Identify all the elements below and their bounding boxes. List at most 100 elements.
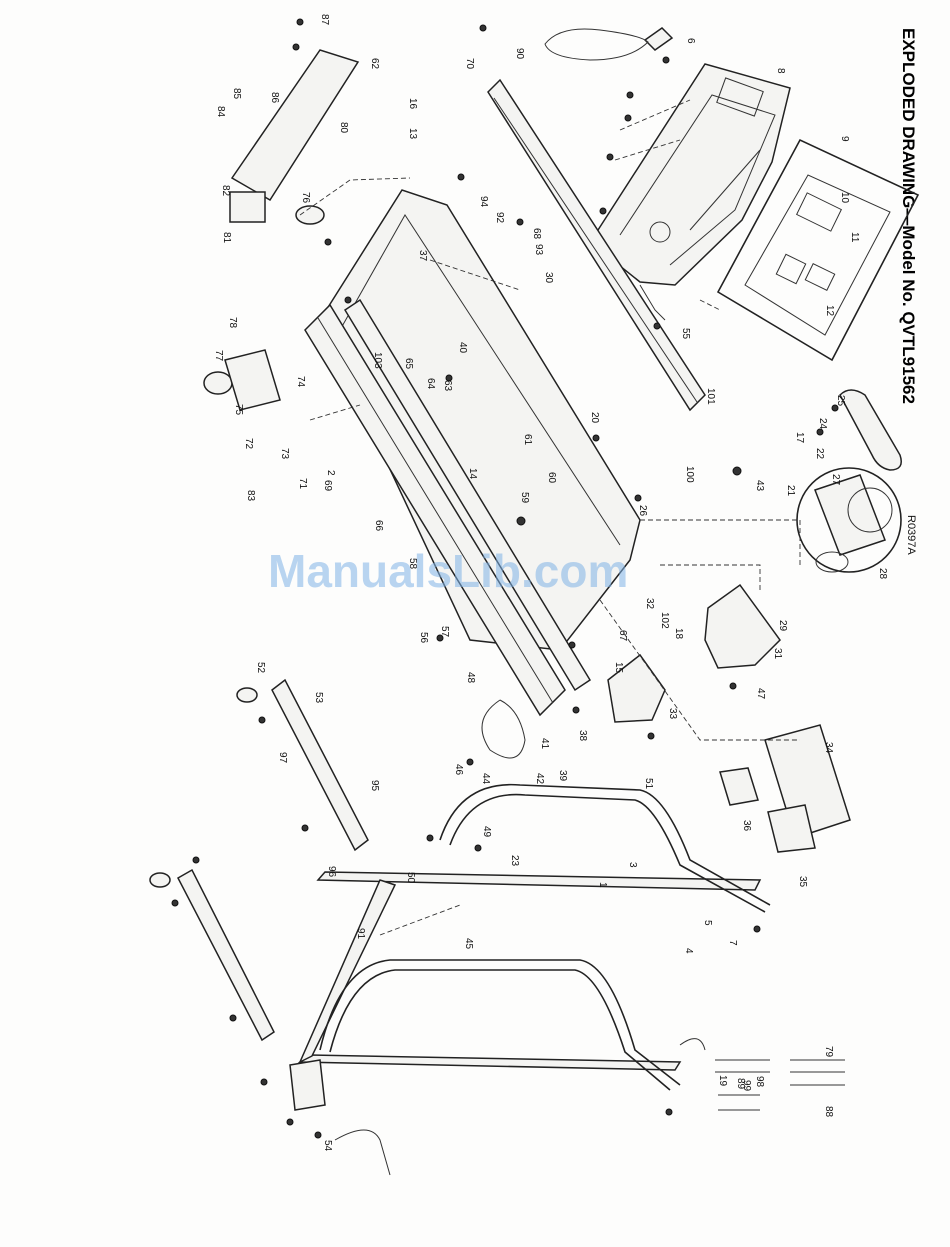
part-label-45: 45	[463, 938, 474, 950]
drive-belt	[839, 389, 902, 471]
part-label-93: 93	[533, 244, 544, 256]
part-label-59: 59	[519, 492, 530, 504]
part-label-101: 101	[705, 388, 716, 405]
part-label-33: 33	[667, 708, 678, 720]
part-label-43: 43	[754, 480, 765, 492]
part-label-34: 34	[823, 742, 834, 754]
frame-rail	[304, 298, 592, 717]
part-label-99: 99	[741, 1080, 752, 1092]
part-label-66: 66	[373, 520, 384, 532]
part-label-83: 83	[245, 490, 256, 502]
part-label-51: 51	[643, 778, 654, 790]
part-label-8: 8	[775, 68, 786, 74]
part-label-18: 18	[673, 628, 684, 640]
part-label-5: 5	[702, 920, 713, 926]
part-label-94: 94	[478, 196, 489, 208]
part-label-76: 76	[300, 192, 311, 204]
part-label-44: 44	[480, 773, 491, 785]
part-label-31: 31	[772, 648, 783, 660]
part-label-84: 84	[215, 106, 226, 118]
part-label-61: 61	[522, 434, 533, 446]
part-label-78: 78	[227, 317, 238, 329]
part-label-4: 4	[683, 948, 694, 954]
leveler-foot-upper	[236, 687, 258, 703]
base-rail-lower	[177, 868, 275, 1042]
drawing-code: R0397A	[905, 515, 917, 555]
rear-end-cap	[229, 191, 266, 223]
part-label-49: 49	[481, 826, 492, 838]
part-label-70: 70	[464, 58, 475, 70]
motor-detail-circle	[796, 467, 902, 573]
part-label-35: 35	[797, 876, 808, 888]
part-label-47: 47	[755, 688, 766, 700]
part-label-60: 60	[546, 472, 557, 484]
part-label-63: 63	[442, 380, 453, 392]
part-label-90: 90	[514, 48, 525, 60]
part-label-27: 27	[830, 474, 841, 486]
part-label-62: 62	[369, 58, 380, 70]
part-label-30: 30	[543, 272, 554, 284]
part-label-86: 86	[269, 92, 280, 104]
part-label-21: 21	[785, 485, 796, 497]
watermark: ManualsLib.com	[268, 545, 628, 597]
part-label-96: 96	[326, 866, 337, 878]
part-label-81: 81	[221, 232, 232, 244]
part-label-28: 28	[877, 568, 888, 580]
part-label-46: 46	[453, 764, 464, 776]
wire-harness-lower	[334, 1129, 391, 1176]
part-label-1: 1	[597, 882, 608, 888]
part-label-29: 29	[777, 620, 788, 632]
part-label-82: 82	[220, 185, 231, 197]
part-label-102: 102	[659, 612, 670, 629]
part-label-32: 32	[644, 598, 655, 610]
part-label-69: 69	[322, 480, 333, 492]
roller-end	[295, 205, 325, 225]
part-label-26: 26	[637, 505, 648, 517]
part-label-16: 16	[407, 98, 418, 110]
motor-mount	[719, 724, 851, 853]
walking-deck	[319, 189, 641, 651]
handrail	[487, 78, 706, 412]
drawing-title: EXPLODED DRAWING—Model No. QVTL91562	[899, 28, 918, 404]
part-label-22: 22	[814, 448, 825, 460]
part-label-48: 48	[465, 672, 476, 684]
console-overlay	[716, 138, 920, 362]
part-label-77: 77	[213, 350, 224, 362]
part-label-39: 39	[557, 770, 568, 782]
part-label-40: 40	[457, 342, 468, 354]
part-label-25: 25	[835, 395, 846, 407]
part-label-79: 79	[823, 1046, 834, 1058]
part-label-95: 95	[369, 780, 380, 792]
part-label-74: 74	[295, 376, 306, 388]
part-label-9: 9	[839, 136, 850, 142]
part-label-75: 75	[233, 404, 244, 416]
safety-key-cord	[544, 28, 649, 61]
rear-wheel	[203, 371, 233, 395]
part-label-73: 73	[279, 448, 290, 460]
fasteners	[171, 18, 839, 1139]
part-label-89: 89	[735, 1078, 746, 1090]
part-label-6: 6	[685, 38, 696, 44]
part-label-64: 64	[425, 378, 436, 390]
wheel-bracket	[224, 349, 281, 411]
part-label-42: 42	[534, 773, 545, 785]
part-label-68: 68	[531, 228, 542, 240]
part-label-53: 53	[313, 692, 324, 704]
part-label-71: 71	[297, 478, 308, 490]
part-label-97: 97	[277, 752, 288, 764]
part-label-2: 2	[325, 470, 336, 476]
part-label-24: 24	[817, 418, 828, 430]
part-label-103: 103	[372, 352, 383, 369]
part-labels: 1234567891011121314151617181920212223242…	[213, 14, 888, 1152]
wire-harness-right	[679, 1038, 706, 1051]
part-label-7: 7	[727, 940, 738, 946]
part-label-41: 41	[539, 738, 550, 750]
lift-cable	[481, 699, 526, 759]
part-label-87: 87	[319, 14, 330, 26]
part-label-72: 72	[243, 438, 254, 450]
part-label-36: 36	[741, 820, 752, 832]
base-rail-upper	[271, 678, 369, 852]
part-label-67: 67	[617, 630, 628, 642]
